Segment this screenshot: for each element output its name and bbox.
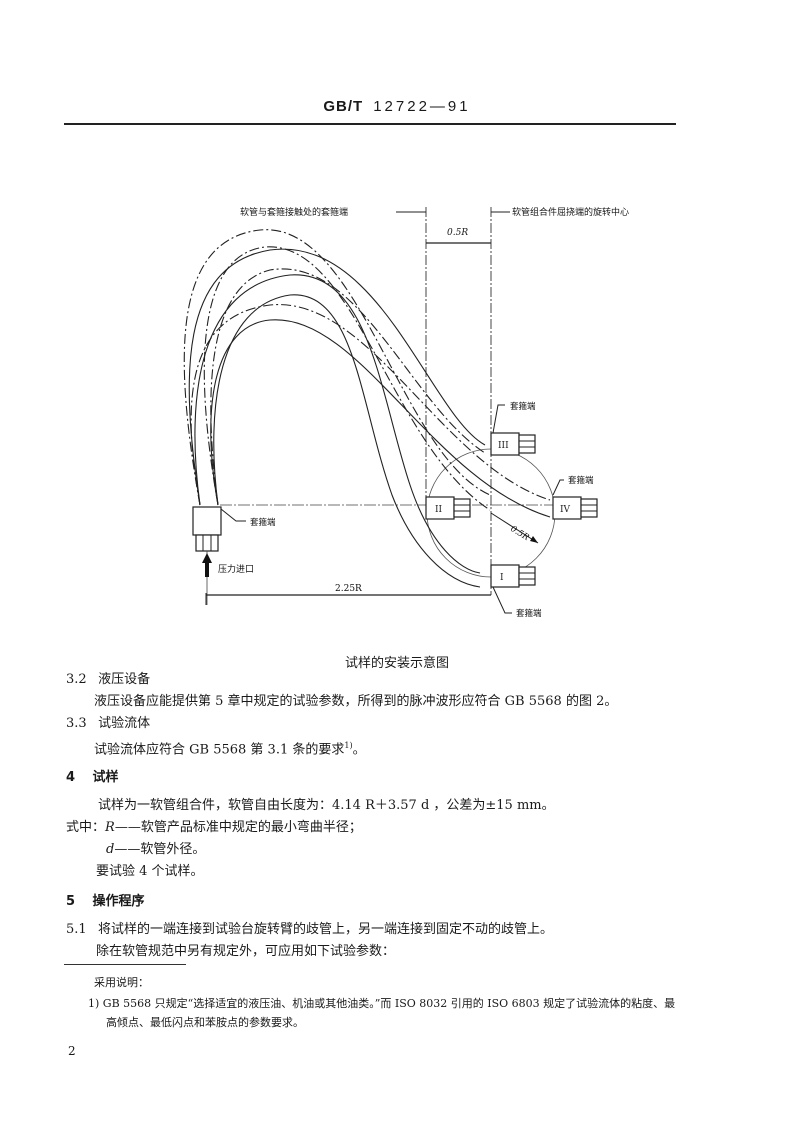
footnote-1-line-1: 1) GB 5568 只规定“选择适宜的液压油、机油或其他油类。”而 ISO 8… bbox=[88, 997, 676, 1010]
section-title: 液压设备 bbox=[98, 672, 151, 687]
section-title: 操作程序 bbox=[92, 894, 145, 909]
section-4-heading: 4 试样 bbox=[66, 769, 119, 787]
svg-text:2.25R: 2.25R bbox=[335, 584, 362, 594]
section-3-2-body: 液压设备应能提供第 5 章中规定的试验参数，所得到的脉冲波形应符合 GB 556… bbox=[94, 694, 618, 709]
section-number: 5 bbox=[66, 894, 76, 909]
section-number: 3.3 bbox=[66, 716, 87, 731]
svg-text:III: III bbox=[498, 441, 509, 451]
section-5-heading: 5 操作程序 bbox=[66, 893, 145, 911]
svg-text:压力进口: 压力进口 bbox=[218, 563, 254, 575]
svg-text:II: II bbox=[435, 505, 443, 515]
section-3-3-body: 试验流体应符合 GB 5568 第 3.1 条的要求1)。 bbox=[94, 741, 366, 758]
section-3-2-heading: 3.2 液压设备 bbox=[66, 671, 150, 689]
section-4-line-2: 式中：R——软管产品标准中规定的最小弯曲半径； bbox=[66, 820, 362, 835]
installation-diagram: 压力进口 套箍端 III 套箍端 II IV 套箍端 0.5R bbox=[160, 195, 630, 625]
section-5-1-line-2: 除在软管规范中另有规定外，可应用如下试验参数： bbox=[96, 944, 396, 959]
section-3-3-heading: 3.3 试验流体 bbox=[66, 715, 150, 733]
svg-text:I: I bbox=[500, 573, 504, 583]
dimension-top: 0.5R bbox=[447, 228, 469, 238]
standard-header: GB/T 12722—91 bbox=[0, 98, 794, 115]
label-ferrule-contact: 软管与套箍接触处的套箍端 bbox=[240, 208, 349, 218]
figure-caption: 试样的安装示意图 bbox=[344, 656, 449, 671]
svg-text:套箍端: 套箍端 bbox=[510, 401, 536, 412]
standard-number: 12722—91 bbox=[373, 98, 471, 115]
section-4-line-4: 要试验 4 个试样。 bbox=[96, 864, 204, 879]
footnote-rule bbox=[64, 964, 186, 965]
section-number: 3.2 bbox=[66, 672, 87, 687]
footnote-1-line-2: 高倾点、最低闪点和苯胺点的参数要求。 bbox=[106, 1016, 304, 1029]
section-4-line-1: 试样为一软管组合件，软管自由长度为：4.14 R＋3.57 d ，公差为±15 … bbox=[98, 798, 555, 813]
svg-text:0.5R: 0.5R bbox=[508, 524, 531, 543]
section-4-line-3: d——软管外径。 bbox=[106, 842, 206, 857]
section-title: 试验流体 bbox=[98, 716, 151, 731]
section-number: 4 bbox=[66, 770, 76, 785]
standard-prefix: GB/T bbox=[323, 98, 364, 115]
svg-text:IV: IV bbox=[560, 505, 571, 515]
label-rotation-center: 软管组合件屈挠端的旋转中心 bbox=[512, 208, 630, 218]
svg-text:套箍端: 套箍端 bbox=[568, 475, 594, 486]
svg-text:套箍端: 套箍端 bbox=[516, 608, 542, 619]
section-number: 5.1 bbox=[66, 922, 87, 937]
svg-text:套箍端: 套箍端 bbox=[250, 517, 276, 528]
page-number: 2 bbox=[68, 1044, 76, 1058]
header-rule bbox=[64, 123, 676, 125]
footnote-heading: 采用说明： bbox=[94, 976, 149, 989]
footnote-ref[interactable]: 1) bbox=[344, 741, 353, 750]
section-title: 试样 bbox=[92, 770, 119, 785]
